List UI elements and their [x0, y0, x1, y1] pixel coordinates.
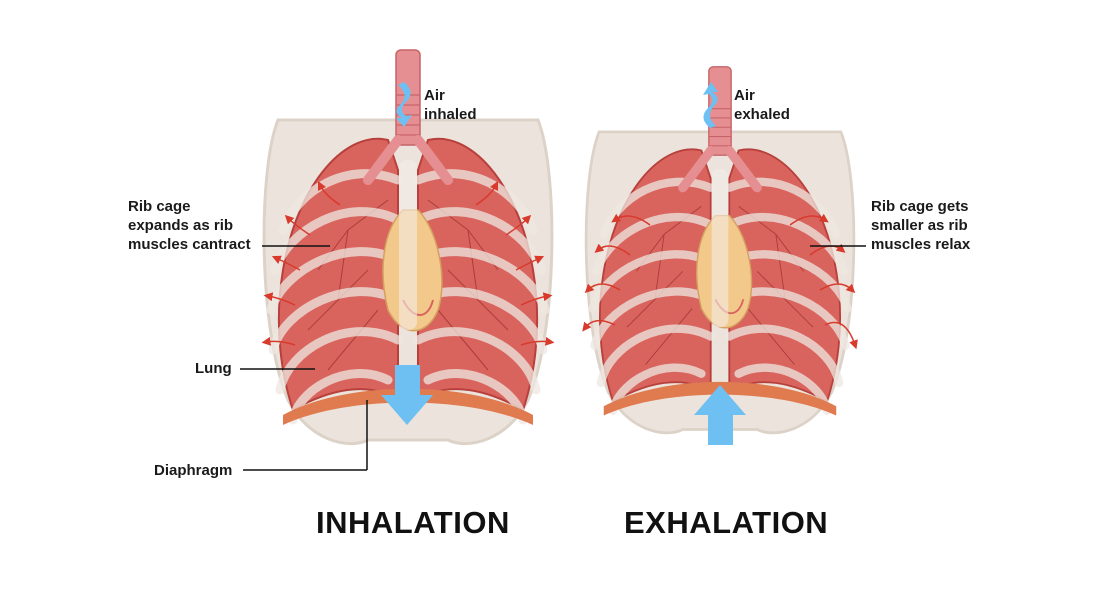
leader-lines — [240, 245, 866, 471]
exhalation-lungs-illustration — [586, 67, 854, 433]
lung-label: Lung — [195, 360, 232, 377]
diaphragm-down-arrow-icon — [381, 365, 433, 425]
diaphragm-label: Diaphragm — [154, 462, 233, 479]
inhalation-title: INHALATION — [316, 505, 510, 540]
air-in-arrow-icon — [396, 82, 412, 127]
air-out-arrow-icon — [703, 82, 718, 128]
exhalation-title: EXHALATION — [624, 505, 829, 540]
rib-contract-arrows — [582, 213, 858, 350]
diaphragm-up-arrow-icon — [694, 385, 746, 445]
rib-expand-arrows — [261, 180, 555, 346]
